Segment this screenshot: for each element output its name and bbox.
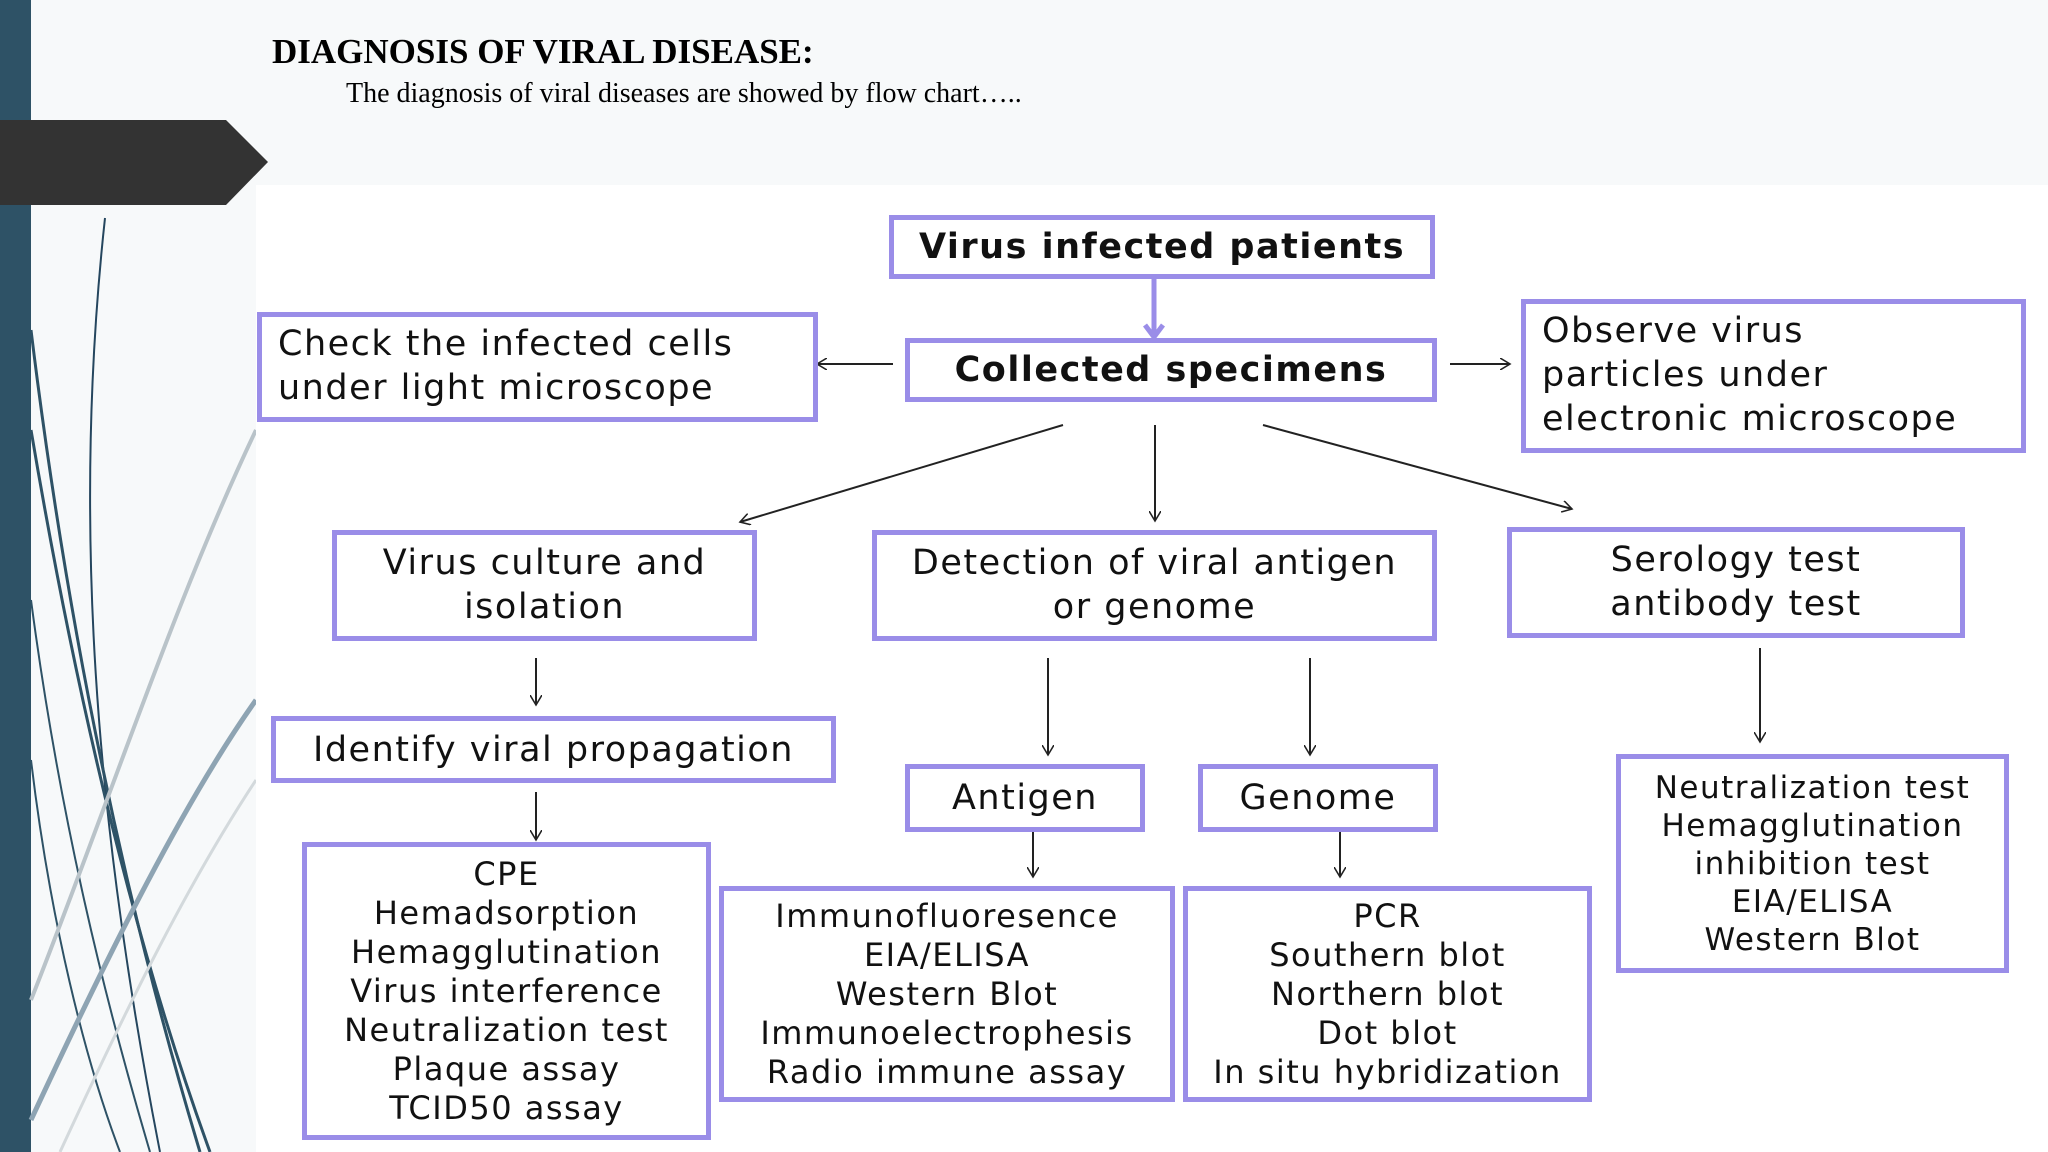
box-virus-infected-patients: Virus infected patients bbox=[889, 215, 1435, 279]
box-line: isolation bbox=[463, 586, 626, 627]
box-line: inhibition test bbox=[1694, 845, 1931, 882]
decorative-curves bbox=[28, 217, 259, 1152]
box-line: Southern blot bbox=[1269, 935, 1506, 974]
box-line: Antigen bbox=[951, 778, 1098, 818]
box-line: Genome bbox=[1239, 778, 1397, 818]
box-line: Western Blot bbox=[1704, 921, 1921, 958]
box-line: Observe virus bbox=[1542, 311, 1805, 352]
box-line: Northern blot bbox=[1270, 974, 1505, 1013]
box-line: CPE bbox=[473, 854, 540, 893]
box-line: Virus interference bbox=[350, 971, 663, 1010]
box-line: particles under bbox=[1542, 355, 1829, 396]
box-line: EIA/ELISA bbox=[1731, 883, 1894, 920]
box-line: Serology test bbox=[1610, 539, 1862, 580]
box-line: Virus culture and bbox=[382, 542, 707, 583]
box-line: Dot blot bbox=[1317, 1013, 1458, 1052]
box-line: Neutralization test bbox=[1654, 769, 1971, 806]
slide-subtitle: The diagnosis of viral diseases are show… bbox=[346, 78, 1022, 109]
box-line: Western Blot bbox=[835, 974, 1059, 1013]
arrow-to-serology bbox=[1262, 424, 1572, 509]
box-line: Identify viral propagation bbox=[313, 729, 794, 770]
box-genome: Genome bbox=[1198, 764, 1438, 832]
box-collected-specimens: Collected specimens bbox=[905, 338, 1437, 402]
slide-heading: DIAGNOSIS OF VIRAL DISEASE: bbox=[272, 32, 814, 71]
box-line: In situ hybridization bbox=[1213, 1052, 1562, 1091]
box-line: Hemagglutination bbox=[1661, 807, 1964, 844]
box-line: or genome bbox=[1052, 586, 1257, 627]
box-line: Plaque assay bbox=[392, 1049, 621, 1088]
box-line: under light microscope bbox=[278, 368, 715, 408]
box-line: Hemagglutination bbox=[351, 932, 662, 971]
arrow-to-culture bbox=[740, 424, 1064, 522]
box-line: Virus infected patients bbox=[918, 227, 1406, 267]
box-line: EIA/ELISA bbox=[863, 935, 1031, 974]
box-line: Detection of viral antigen bbox=[911, 542, 1398, 583]
box-line: Neutralization test bbox=[344, 1010, 669, 1049]
box-line: Immunoelectrophesis bbox=[760, 1013, 1134, 1052]
box-antigen: Antigen bbox=[905, 764, 1145, 832]
box-line: electronic microscope bbox=[1542, 398, 1958, 439]
box-identify-propagation: Identify viral propagation bbox=[271, 716, 836, 783]
title-tab bbox=[0, 120, 268, 205]
box-line: PCR bbox=[1353, 896, 1422, 935]
box-line: Radio immune assay bbox=[766, 1052, 1128, 1091]
box-line: Collected specimens bbox=[954, 350, 1388, 390]
box-line: TCID50 assay bbox=[389, 1088, 624, 1127]
box-line: antibody test bbox=[1610, 583, 1862, 624]
box-line: Hemadsorption bbox=[373, 893, 640, 932]
box-line: Immunofluoresence bbox=[775, 896, 1119, 935]
box-line: Check the infected cells bbox=[278, 324, 734, 365]
